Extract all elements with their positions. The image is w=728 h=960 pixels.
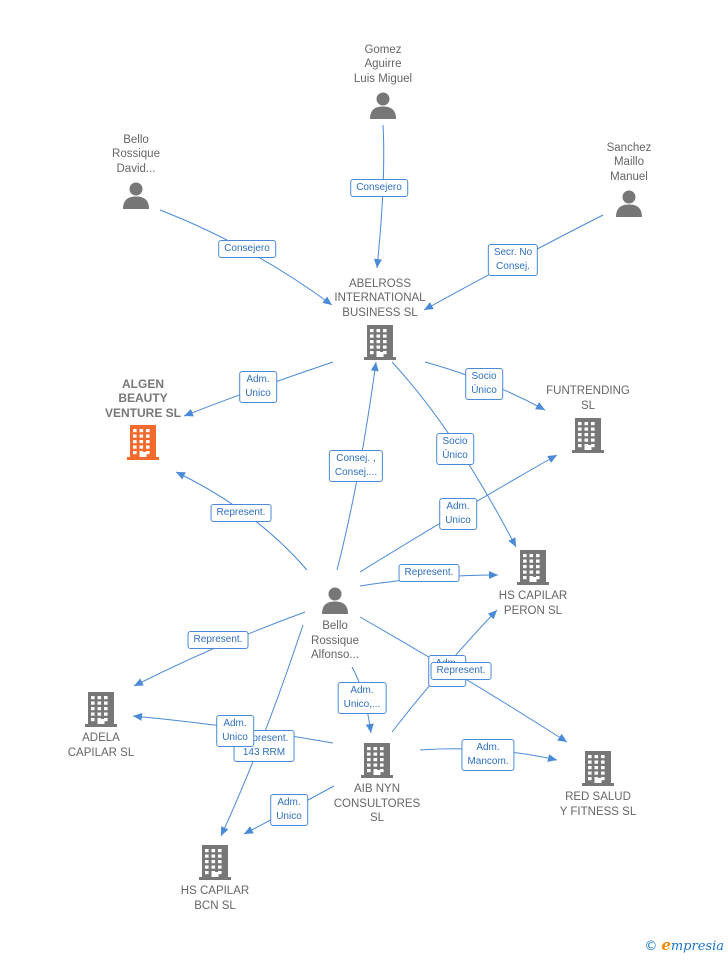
edge-label-bello_alfonso-to-funtrending: Adm. Unico <box>439 498 477 530</box>
edge-label-aib-to-adela: Adm. Unico <box>216 715 254 747</box>
edge-label-abelross-to-algen: Adm. Unico <box>239 371 277 403</box>
node-label-bello_david: Bello Rossique David... <box>112 133 160 175</box>
building-icon-abelross <box>305 324 455 360</box>
building-icon-adela <box>26 691 176 727</box>
node-label-hs_peron: HS CAPILAR PERON SL <box>498 590 568 617</box>
building-icon-funtrending <box>513 417 663 453</box>
node-bello_david[interactable]: Bello Rossique David... <box>61 133 211 215</box>
node-funtrending[interactable]: FUNTRENDING SL <box>513 384 663 457</box>
building-icon-aib <box>302 742 452 778</box>
node-label-aib: AIB NYN CONSULTORES SL <box>333 783 421 824</box>
person-icon-gomez <box>308 90 458 120</box>
person-icon-bello_david <box>61 180 211 210</box>
node-abelross[interactable]: ABELROSS INTERNATIONAL BUSINESS SL <box>305 277 455 365</box>
person-icon-sanchez <box>554 188 704 218</box>
node-label-adela: ADELA CAPILAR SL <box>67 732 135 759</box>
node-aib[interactable]: AIB NYN CONSULTORES SL <box>302 738 452 826</box>
edge-label-aib-to-red_salud: Adm. Mancom. <box>461 739 515 771</box>
edge-label-bello_alfonso-to-adela: Represent. <box>187 631 249 649</box>
edge-label-aib-to-hs_peron: Represent. <box>430 662 492 680</box>
edge-label-gomez-to-abelross: Consejero <box>350 179 408 197</box>
node-label-hs_bcn: HS CAPILAR BCN SL <box>180 885 250 912</box>
brand-logo-letter: e <box>661 936 671 954</box>
edge-label-aib-to-hs_bcn: Adm. Unico <box>270 794 308 826</box>
node-hs_bcn[interactable]: HS CAPILAR BCN SL <box>140 840 290 913</box>
person-icon-bello_alfonso <box>260 585 410 615</box>
edge-label-bello_alfonso-to-aib: Adm. Unico,... <box>337 682 387 714</box>
building-icon-algen <box>68 424 218 460</box>
node-label-red_salud: RED SALUD Y FITNESS SL <box>559 791 637 818</box>
node-label-abelross: ABELROSS INTERNATIONAL BUSINESS SL <box>334 277 426 319</box>
edge-label-abelross-to-funtrending: Socio Único <box>465 368 503 400</box>
node-gomez[interactable]: Gomez Aguirre Luis Miguel <box>308 43 458 125</box>
node-red_salud[interactable]: RED SALUD Y FITNESS SL <box>523 746 673 819</box>
edge-label-bello_alfonso-to-abelross: Consej. , Consej.... <box>328 450 384 482</box>
node-algen[interactable]: ALGEN BEAUTY VENTURE SL <box>68 377 218 465</box>
brand-watermark: ©empresia <box>644 936 724 954</box>
building-icon-hs_bcn <box>140 844 290 880</box>
edge-label-bello_alfonso-to-algen: Represent. <box>210 504 272 522</box>
brand-name: mpresia <box>670 939 724 954</box>
building-icon-red_salud <box>523 750 673 786</box>
node-adela[interactable]: ADELA CAPILAR SL <box>26 687 176 760</box>
edge-label-sanchez-to-abelross: Secr. No Consej. <box>487 244 539 276</box>
edge-label-bello_alfonso-to-hs_peron: Represent. <box>398 564 460 582</box>
building-icon-hs_peron <box>458 549 608 585</box>
node-label-algen: ALGEN BEAUTY VENTURE SL <box>104 376 181 420</box>
edge-label-abelross-to-hs_peron: Socio Único <box>436 433 474 465</box>
copyright-symbol: © <box>644 939 658 954</box>
node-label-bello_alfonso: Bello Rossique Alfonso... <box>311 620 359 661</box>
node-label-sanchez: Sanchez Maillo Manuel <box>606 141 652 183</box>
node-bello_alfonso[interactable]: Bello Rossique Alfonso... <box>260 581 410 663</box>
node-sanchez[interactable]: Sanchez Maillo Manuel <box>554 141 704 223</box>
edge-label-bello_david-to-abelross: Consejero <box>218 240 276 258</box>
node-label-funtrending: FUNTRENDING SL <box>546 385 630 412</box>
node-hs_peron[interactable]: HS CAPILAR PERON SL <box>458 545 608 618</box>
node-label-gomez: Gomez Aguirre Luis Miguel <box>353 43 413 85</box>
